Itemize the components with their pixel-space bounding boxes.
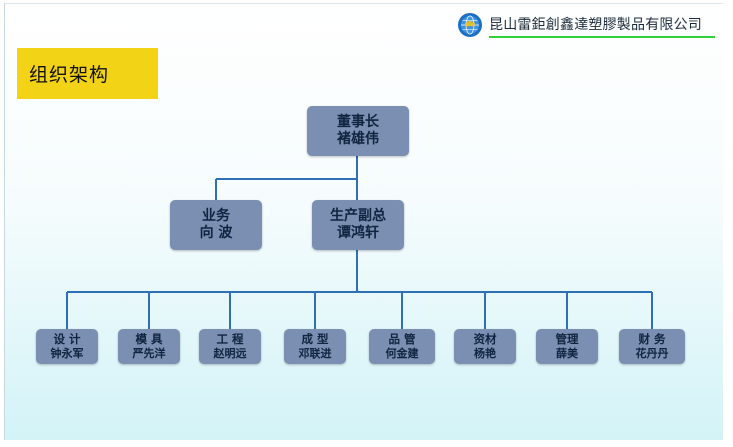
- node-role: 董事长: [337, 113, 379, 130]
- node-dept-mold[interactable]: 模 具 严先洋: [118, 329, 180, 364]
- title-box: 组织架构: [17, 48, 158, 99]
- node-role: 设 计: [53, 332, 81, 347]
- node-person: 钟永军: [50, 346, 84, 360]
- company-header: 昆山雷鉅創鑫達塑膠製品有限公司: [457, 10, 721, 40]
- node-role: 模 具: [135, 332, 163, 347]
- node-person: 花丹丹: [635, 346, 669, 360]
- node-person: 杨艳: [474, 346, 496, 360]
- node-dept-design[interactable]: 设 计 钟永军: [36, 329, 98, 364]
- node-person: 严先洋: [132, 346, 166, 360]
- node-dept-finance[interactable]: 财 务 花丹丹: [619, 329, 685, 364]
- node-dept-materials[interactable]: 资材 杨艳: [454, 329, 516, 364]
- company-name[interactable]: 昆山雷鉅創鑫達塑膠製品有限公司: [489, 17, 702, 33]
- node-person: 邓联进: [298, 346, 332, 360]
- slide: 昆山雷鉅創鑫達塑膠製品有限公司 组织架构 董事长 褚雄伟: [4, 3, 723, 440]
- node-role: 生产副总: [330, 207, 386, 224]
- node-dept-molding[interactable]: 成 型 邓联进: [284, 329, 346, 364]
- node-person: 褚雄伟: [337, 131, 379, 147]
- company-underline: [489, 36, 715, 38]
- node-dept-engineering[interactable]: 工 程 赵明远: [199, 329, 261, 364]
- node-role: 品 管: [388, 332, 416, 347]
- node-business[interactable]: 业务 向 波: [170, 200, 262, 250]
- node-vp[interactable]: 生产副总 谭鸿轩: [312, 200, 404, 250]
- node-chairman[interactable]: 董事长 褚雄伟: [307, 106, 409, 156]
- globe-logo-icon: [458, 13, 482, 37]
- page-title: 组织架构: [29, 64, 110, 86]
- node-role: 财 务: [638, 332, 666, 347]
- node-dept-quality[interactable]: 品 管 何金建: [369, 329, 435, 364]
- node-person: 谭鸿轩: [337, 225, 379, 241]
- node-person: 何金建: [385, 346, 419, 360]
- node-role: 成 型: [301, 332, 329, 347]
- node-dept-management[interactable]: 管理 薛美: [536, 329, 598, 364]
- node-person: 向 波: [199, 225, 233, 241]
- node-role: 业务: [202, 207, 230, 224]
- node-role: 资材: [473, 332, 497, 347]
- node-person: 赵明远: [213, 346, 247, 360]
- node-role: 工 程: [216, 332, 244, 347]
- node-person: 薛美: [556, 346, 578, 360]
- node-role: 管理: [555, 332, 579, 347]
- connector-lines: [66, 156, 653, 329]
